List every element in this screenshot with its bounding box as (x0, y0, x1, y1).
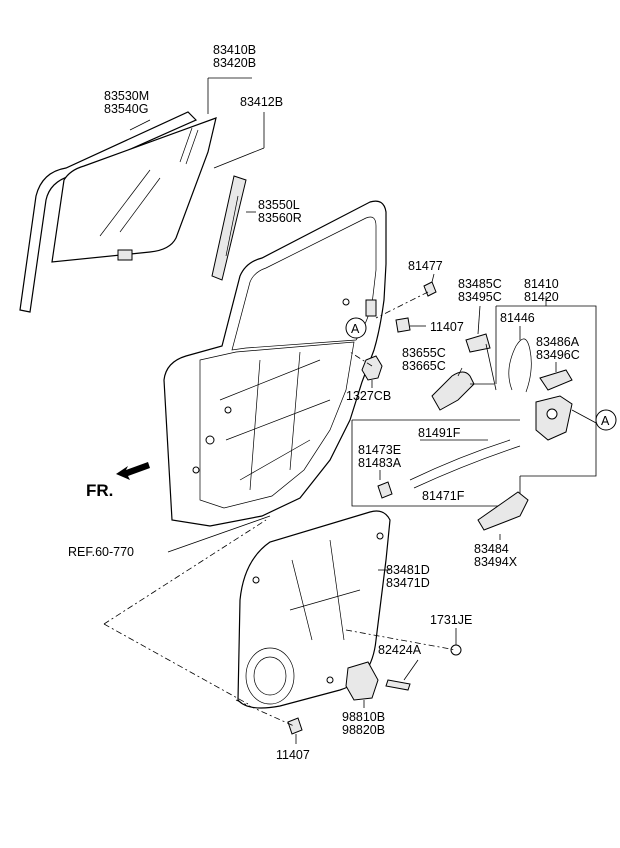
label-81473e: 81473E 81483A (358, 443, 405, 470)
glass-edge-strip-2 (185, 129, 199, 165)
dash-2 (103, 519, 267, 625)
screw-11407-bottom (287, 717, 303, 735)
lock-assembly-group: A (431, 296, 617, 477)
door-glass (51, 117, 217, 263)
guide-lines (103, 351, 457, 727)
callout-a-door-text: A (351, 322, 360, 336)
bracket-81410 (496, 305, 597, 477)
plug-1731je (450, 644, 462, 656)
label-81410: 81410 81420 (524, 277, 562, 304)
label-83412b: 83412B (240, 95, 283, 109)
label-11407-top: 11407 (430, 320, 464, 334)
door-frame-group: A (163, 200, 387, 527)
door-glass-group (19, 111, 247, 313)
door-brace-2 (249, 351, 301, 491)
leader-82424 (403, 659, 419, 681)
glass-edge-strip (179, 127, 193, 163)
glass-reflection (99, 169, 151, 237)
connector-81473e (377, 481, 393, 499)
trim-83484 (477, 491, 529, 531)
label-83530m: 83530M 83540G (104, 89, 153, 116)
glass-run-channel (19, 111, 198, 313)
callout-a-lock-text: A (601, 414, 610, 428)
label-83486a: 83486A 83496C (536, 335, 582, 362)
label-83550l: 83550L 83560R (258, 198, 303, 225)
door-hole-2 (224, 406, 232, 414)
motor-98810b (345, 661, 379, 701)
door-inner-panel (199, 341, 355, 509)
bracket-83485c (465, 333, 491, 353)
latch-detail (546, 408, 558, 420)
part-labels: 83410B 83420B 83530M 83540G 83412B 83550… (104, 43, 582, 762)
panel-hole (252, 576, 260, 584)
label-81471f: 81471F (422, 489, 465, 503)
speaker-ring (245, 647, 295, 705)
callout-a-door (345, 317, 367, 339)
delta-channel (211, 175, 247, 281)
dash-81477 (375, 291, 429, 319)
box-81471 (351, 420, 521, 507)
label-81446: 81446 (500, 311, 535, 325)
screw-11407-top (395, 317, 411, 333)
fr-label: FR. (86, 481, 113, 500)
door-outer-frame (163, 200, 387, 527)
leader-latch-a (571, 409, 599, 425)
label-83481d: 83481D 83471D (386, 563, 433, 590)
front-indicator: FR. (86, 462, 150, 500)
label-11407-bottom: 11407 (276, 748, 310, 762)
cable-81471f (413, 445, 521, 489)
label-98810b: 98810B 98820B (342, 710, 389, 737)
handle-83486a (539, 369, 573, 391)
label-83484: 83484 83494X (474, 542, 518, 569)
leader-lines (129, 77, 271, 553)
label-1327cb: 1327CB (346, 389, 391, 403)
dash-1 (103, 623, 249, 705)
dash-5 (349, 351, 373, 367)
leader-ref (167, 515, 271, 553)
panel-hole-2 (376, 532, 384, 540)
delta-channel-detail (225, 195, 239, 257)
speaker-inner (253, 656, 287, 696)
dash-3 (345, 629, 457, 651)
lock-mount (365, 299, 377, 317)
leader-83485-b (485, 343, 497, 391)
label-83655c: 83655C 83665C (402, 346, 449, 373)
leader-83485 (477, 305, 481, 335)
glass-reflection-2 (119, 177, 161, 233)
leader-81477 (431, 273, 435, 283)
bolt-82424a (385, 679, 411, 691)
leader-83530 (129, 119, 151, 131)
label-83410b: 83410B 83420B (213, 43, 260, 70)
dash-4 (235, 699, 295, 727)
cable-box-group (351, 419, 529, 540)
callout-a-lock (595, 409, 617, 431)
label-83485c: 83485C 83495C (458, 277, 505, 304)
regulator-rails (289, 539, 361, 641)
cable-81446 (508, 338, 532, 393)
cable-81491f (409, 439, 511, 481)
leader-83655 (457, 367, 463, 377)
door-hole (205, 435, 215, 445)
door-module-panel (237, 510, 391, 709)
label-82424a: 82424A (378, 643, 422, 657)
leader-83412-b (213, 147, 265, 169)
glass-clip (117, 249, 133, 261)
ref-label: REF.60-770 (68, 545, 134, 559)
label-81491f: 81491F (418, 426, 461, 440)
panel-hole-3 (326, 676, 334, 684)
door-hole-3 (192, 466, 200, 474)
nut-1327cb (361, 355, 383, 381)
outside-handle-83655c (431, 371, 475, 411)
label-81477: 81477 (408, 259, 443, 273)
label-1731je: 1731JE (430, 613, 472, 627)
door-hole-4 (342, 298, 350, 306)
fasteners-group (361, 273, 437, 388)
bolt-81477 (423, 281, 437, 297)
module-panel-group (237, 510, 462, 744)
door-brace-1 (219, 359, 331, 481)
fr-arrow-icon (116, 462, 150, 480)
